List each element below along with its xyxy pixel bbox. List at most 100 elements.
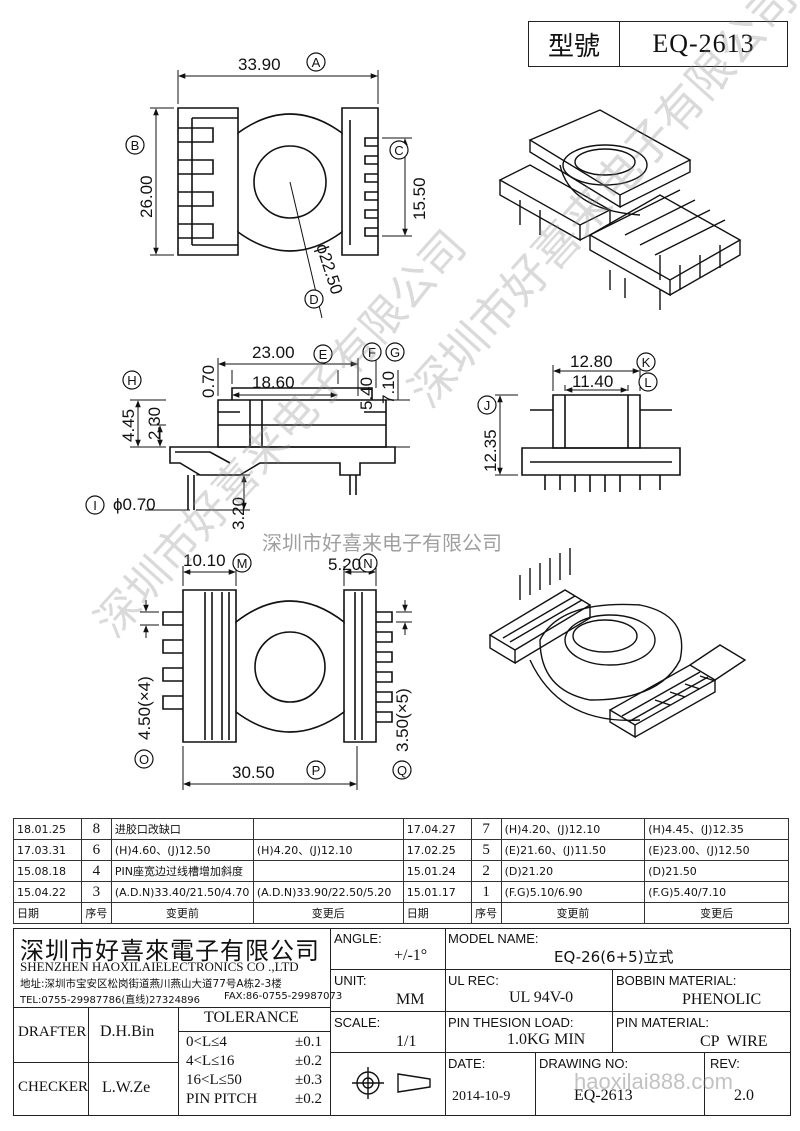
- revision-table: 18.01.25 8 进胶口改缺口 17.04.27 7 (H)4.20、(J)…: [13, 818, 789, 924]
- scale-label: SCALE:: [334, 1015, 381, 1030]
- title-block: 深圳市好喜來電子有限公司 SHENZHEN HAOXILAIELECTRONIC…: [13, 928, 791, 1116]
- marker-letter: K: [642, 355, 651, 370]
- drawing-no-label: DRAWING NO:: [539, 1056, 629, 1071]
- rev-after-2: (D)21.50: [644, 860, 789, 882]
- tolerance-row: 0<L≤4 ±0.1: [186, 1033, 330, 1052]
- front-view: [130, 358, 410, 511]
- revision-row: 17.03.31 6 (H)4.60、(J)12.50 (H)4.20、(J)1…: [13, 839, 789, 861]
- rev-header-date: 日期: [13, 902, 82, 924]
- rev-date: 18.01.25: [13, 818, 82, 840]
- angle-label: ANGLE:: [334, 931, 382, 946]
- rev-after-2: (F.G)5.40/7.10: [644, 881, 789, 903]
- rev-before: PIN座宽边过线槽增加斜度: [110, 860, 254, 882]
- revision-row: 15.08.18 4 PIN座宽边过线槽增加斜度 15.01.24 2 (D)2…: [13, 860, 789, 882]
- title-box: 型號 EQ-2613: [528, 21, 788, 67]
- marker-o: O: [134, 749, 154, 769]
- tolerance-value: ±0.3: [295, 1072, 322, 1088]
- rev-date: 15.08.18: [13, 860, 82, 882]
- rev-no-2: 5: [470, 839, 502, 861]
- ul-label: UL REC:: [448, 973, 499, 988]
- company-name-cn: 深圳市好喜來電子有限公司: [20, 937, 320, 965]
- company-name-en: SHENZHEN HAOXILAIELECTRONICS CO .,LTD: [20, 959, 299, 974]
- model-value: EQ-26(6+5)立式: [554, 948, 674, 966]
- revision-row: 15.04.22 3 (A.D.N)33.40/21.50/4.70 (A.D.…: [13, 881, 789, 903]
- tolerance-label: TOLERANCE: [204, 1009, 299, 1026]
- rev-before-2: (E)21.60、(J)11.50: [500, 839, 646, 861]
- date-value: 2014-10-9: [452, 1089, 511, 1104]
- marker-n: N: [358, 553, 378, 573]
- rev-before-2: (H)4.20、(J)12.10: [500, 818, 646, 840]
- dim-pin-length: 3.20: [229, 497, 248, 530]
- dim-N: 5.20: [328, 555, 361, 574]
- unit-value: MM: [396, 991, 425, 1008]
- title-label: 型號: [529, 22, 620, 66]
- drafter-label: DRAFTER: [18, 1024, 87, 1040]
- rev-header-no: 序号: [80, 902, 112, 924]
- rev-header-after: 变更后: [252, 902, 404, 924]
- marker-a: A: [306, 52, 326, 72]
- tolerance-range: 4<L≤16: [186, 1053, 235, 1069]
- drawing-no-value: EQ-2613: [574, 1087, 633, 1104]
- rev-header-before: 变更前: [110, 902, 254, 924]
- watermark: 深圳市好喜来电子有限公司 深圳市好喜来电子有限公司 深圳市好喜来电子有限公司: [85, 0, 800, 647]
- dim-C: 15.50: [410, 177, 429, 220]
- rev-header-no-2: 序号: [470, 902, 502, 924]
- rev-no: 3: [80, 881, 112, 903]
- marker-l: L: [638, 372, 658, 392]
- company-tel: TEL:0755-29987786(直线)27324896: [20, 995, 201, 1006]
- rev-date-2: 17.02.25: [402, 839, 472, 861]
- marker-letter: C: [394, 143, 403, 158]
- marker-letter: A: [312, 55, 321, 70]
- rev-before-2: (D)21.20: [500, 860, 646, 882]
- rev-after-2: (H)4.45、(J)12.35: [644, 818, 789, 840]
- projection-symbol-icon: [352, 1067, 431, 1099]
- dim-H2: 2.30: [145, 407, 164, 440]
- dim-inner-width: 18.60: [252, 373, 295, 392]
- dim-F-G-2: 5.40: [357, 377, 376, 410]
- pin-material-label: PIN MATERIAL:: [616, 1015, 709, 1030]
- marker-letter: N: [363, 556, 372, 571]
- watermark-url: haoxilai888.com: [574, 1069, 733, 1094]
- marker-i: I: [85, 495, 105, 515]
- dim-F-G-3: 7.10: [379, 371, 398, 404]
- top-view: [150, 70, 412, 319]
- marker-letter: E: [319, 347, 328, 362]
- date-label: DATE:: [448, 1056, 486, 1071]
- rev-after: (H)4.20、(J)12.10: [252, 839, 404, 861]
- tolerance-value: ±0.1: [295, 1034, 322, 1050]
- marker-k: K: [636, 352, 656, 372]
- dim-O: 4.50(×4): [135, 676, 154, 740]
- marker-letter: P: [312, 763, 321, 778]
- marker-letter: O: [139, 752, 149, 767]
- marker-f: F: [362, 342, 382, 362]
- tolerance-table: 0<L≤4 ±0.1 4<L≤16 ±0.2 16<L≤50 ±0.3 PIN …: [186, 1033, 330, 1109]
- rev-date-2: 15.01.17: [402, 881, 472, 903]
- rev-after: [252, 818, 404, 840]
- dim-B: 26.00: [137, 175, 156, 218]
- rev-header-date-2: 日期: [402, 902, 472, 924]
- dim-K: 12.80: [570, 352, 613, 371]
- rev-no-2: 2: [470, 860, 502, 882]
- marker-c: C: [389, 140, 409, 160]
- tolerance-row: 4<L≤16 ±0.2: [186, 1052, 330, 1071]
- rev-before: (A.D.N)33.40/21.50/4.70: [110, 881, 254, 903]
- watermark-diagonal-2: 深圳市好喜来电子有限公司: [85, 221, 476, 648]
- tolerance-value: ±0.2: [295, 1091, 322, 1107]
- rev-header-after-2: 变更后: [644, 902, 789, 924]
- rev-date-2: 15.01.24: [402, 860, 472, 882]
- isometric-view-bottom: [488, 548, 747, 739]
- rev-label: REV:: [710, 1056, 740, 1071]
- marker-letter: J: [484, 398, 491, 413]
- marker-g: G: [385, 342, 405, 362]
- angle-value: +/-1°: [394, 947, 428, 964]
- rev-no: 8: [80, 818, 112, 840]
- tolerance-range: 16<L≤50: [186, 1072, 242, 1088]
- dim-E: 23.00: [252, 343, 295, 362]
- scale-value: 1/1: [396, 1033, 417, 1050]
- rev-date-2: 17.04.27: [402, 818, 472, 840]
- checker-label: CHECKER: [18, 1079, 89, 1095]
- tolerance-row: 16<L≤50 ±0.3: [186, 1071, 330, 1090]
- dim-I: ϕ0.70: [113, 495, 156, 514]
